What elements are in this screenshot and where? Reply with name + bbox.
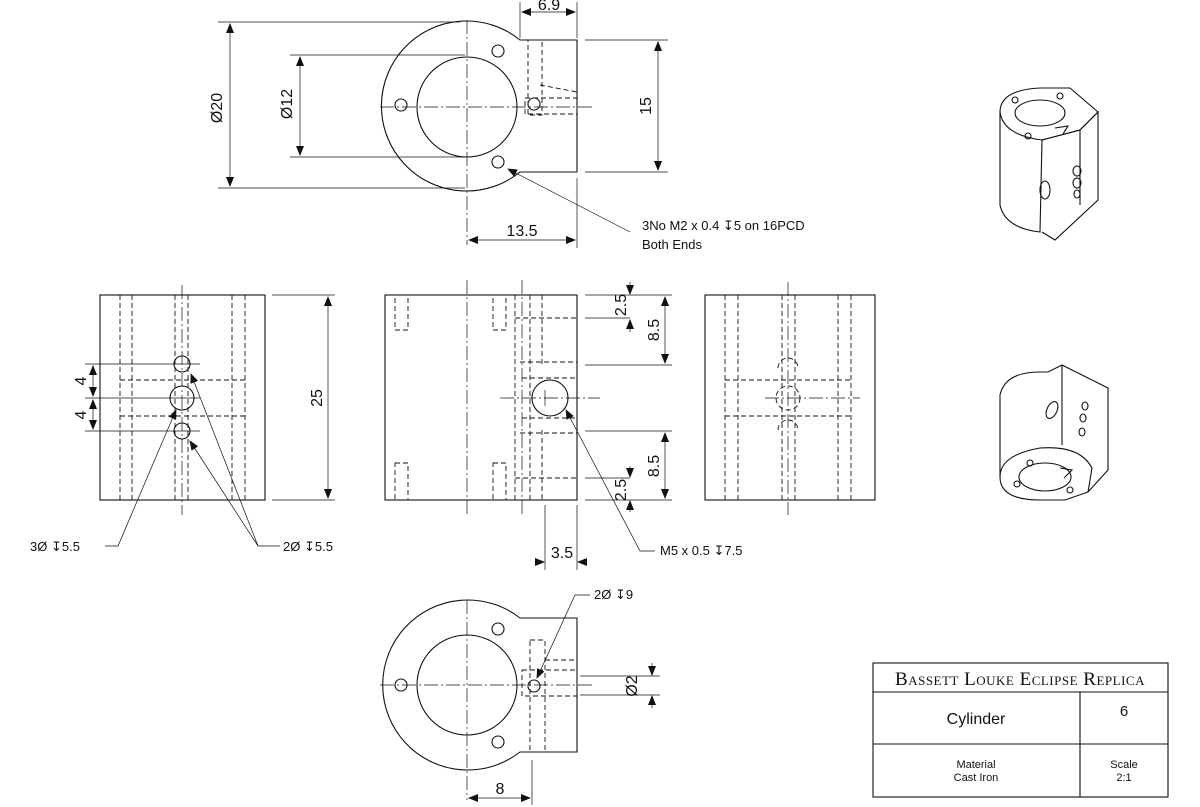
bottom-view <box>380 599 595 800</box>
top-view-dimensions <box>218 2 668 248</box>
dim-d20: Ø20 <box>209 93 226 123</box>
isometric-view-top <box>999 87 1099 241</box>
isometric-view-bottom <box>999 364 1109 501</box>
title-block-title: Bassett Louke Eclipse Replica <box>895 669 1145 690</box>
title-block-material-value: Cast Iron <box>954 772 999 784</box>
left-view <box>85 285 266 515</box>
dim-2-5-bottom: 2.5 <box>613 479 630 501</box>
dim-13-5: 13.5 <box>506 223 537 240</box>
dim-3-5: 3.5 <box>551 545 573 562</box>
note-hole-3: 3Ø ↧5.5 <box>30 539 80 554</box>
dim-15: 15 <box>638 97 655 115</box>
title-block-material-label: Material <box>956 759 995 771</box>
note-hole-2-9: 2Ø ↧9 <box>594 587 633 602</box>
note-m2-line1: 3No M2 x 0.4 ↧5 on 16PCD <box>642 218 805 233</box>
top-view <box>380 20 595 245</box>
title-block-scale-value: 2:1 <box>1116 772 1131 784</box>
title-block-part-name: Cylinder <box>947 711 1006 728</box>
dim-6-9: 6.9 <box>538 0 560 14</box>
title-block-sheet-no: 6 <box>1120 703 1128 720</box>
note-hole-2: 2Ø ↧5.5 <box>283 539 333 554</box>
dim-d12: Ø12 <box>279 89 296 119</box>
center-view-dimensions <box>535 282 672 570</box>
dim-8-5-top: 8.5 <box>646 319 663 341</box>
center-view <box>384 280 600 515</box>
dim-d2: Ø2 <box>624 675 641 696</box>
bottom-view-dimensions <box>468 594 660 805</box>
title-block <box>872 662 1169 798</box>
note-m2-line2: Both Ends <box>642 237 702 252</box>
title-block-scale-label: Scale <box>1110 759 1138 771</box>
dim-8: 8 <box>496 781 505 798</box>
dim-2-5-top: 2.5 <box>613 294 630 316</box>
right-view <box>704 282 876 515</box>
left-view-dimensions <box>89 294 335 547</box>
dim-4-upper: 4 <box>73 376 90 385</box>
dim-4-lower: 4 <box>73 410 90 419</box>
dim-8-5-bottom: 8.5 <box>646 455 663 477</box>
note-m5: M5 x 0.5 ↧7.5 <box>660 543 742 558</box>
dim-25: 25 <box>309 389 326 407</box>
